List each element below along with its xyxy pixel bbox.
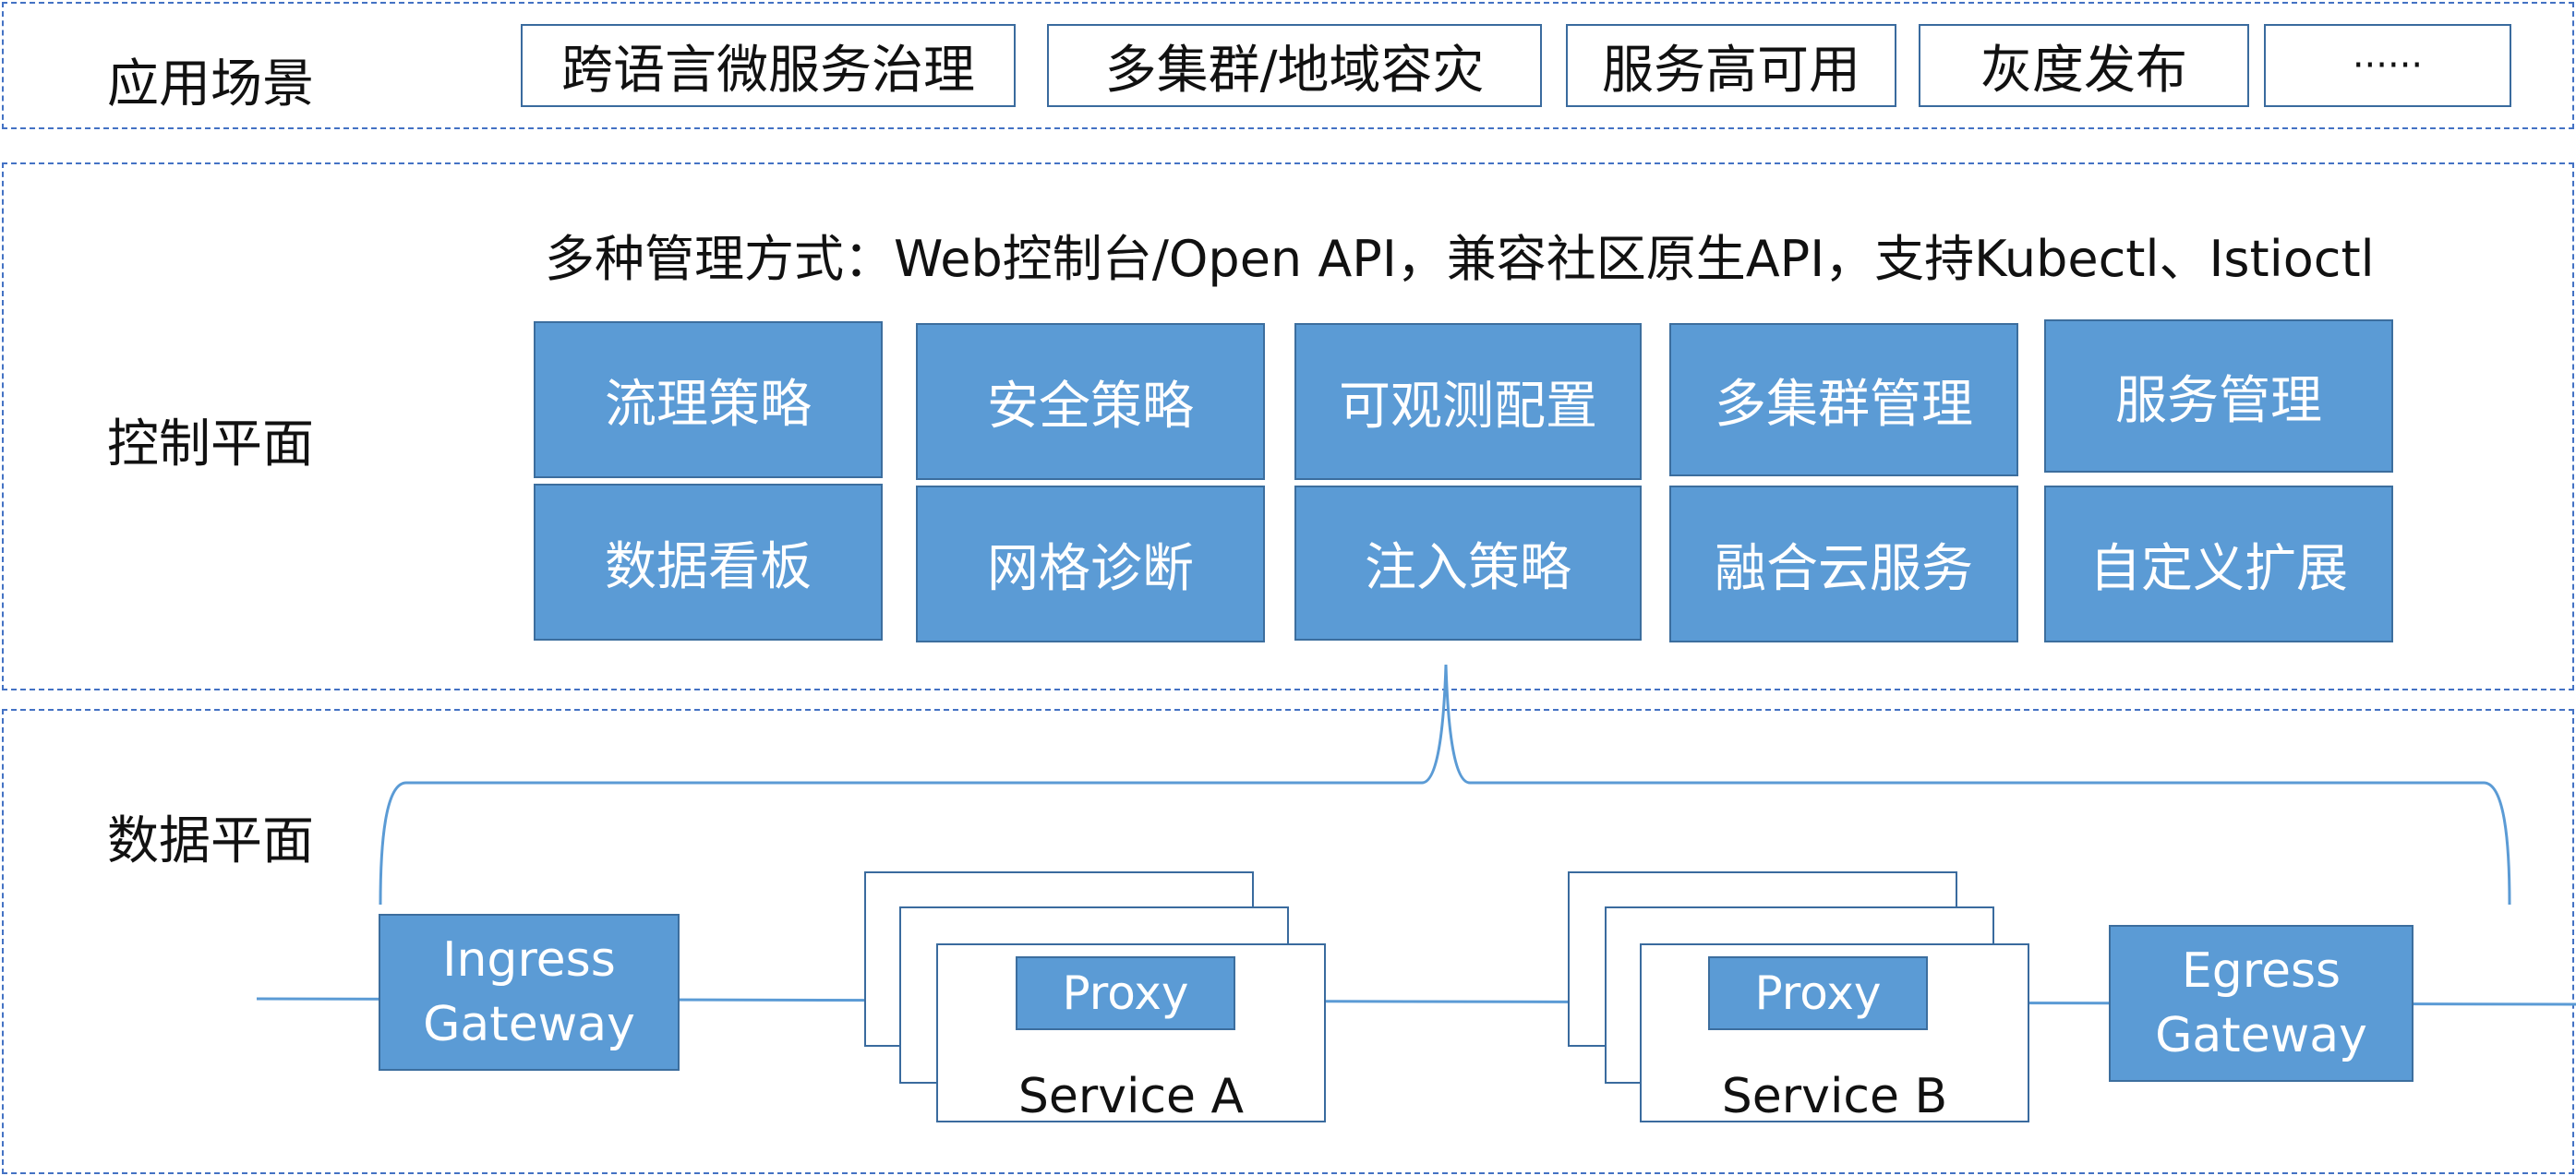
injection-policy-box: 注入策略: [1294, 486, 1642, 641]
egress-gateway-line1: Egress: [2181, 943, 2341, 999]
custom-extension-box: 自定义扩展: [2044, 486, 2393, 642]
service-a-proxy: Proxy: [1016, 956, 1235, 1030]
scenario-more: ······: [2264, 24, 2511, 107]
scenarios-section: [2, 2, 2574, 129]
traffic-policy-box: 流理策略: [534, 321, 883, 478]
scenario-high-availability: 服务高可用: [1566, 24, 1896, 107]
data-plane-section: [2, 709, 2574, 1174]
control-plane-label: 控制平面: [107, 414, 314, 474]
service-b-name: Service B: [1721, 1069, 1948, 1124]
ingress-gateway: Ingress Gateway: [379, 914, 680, 1071]
data-dashboard-box: 数据看板: [534, 484, 883, 641]
management-methods: 多种管理方式：Web控制台/Open API，兼容社区原生API，支持Kubec…: [545, 230, 2375, 288]
observability-config-box: 可观测配置: [1294, 323, 1642, 480]
scenario-gray-release: 灰度发布: [1919, 24, 2249, 107]
data-plane-label: 数据平面: [107, 811, 314, 871]
ingress-gateway-line1: Ingress: [442, 932, 616, 988]
scenario-cross-language: 跨语言微服务治理: [521, 24, 1016, 107]
multi-cluster-mgmt-box: 多集群管理: [1669, 323, 2018, 476]
scenarios-label: 应用场景: [107, 54, 314, 114]
service-b-proxy: Proxy: [1708, 956, 1928, 1030]
service-a-name: Service A: [1017, 1069, 1245, 1124]
hybrid-cloud-box: 融合云服务: [1669, 486, 2018, 642]
security-policy-box: 安全策略: [916, 323, 1265, 480]
egress-gateway: Egress Gateway: [2109, 925, 2413, 1082]
ingress-gateway-line2: Gateway: [423, 997, 635, 1052]
scenario-multi-cluster: 多集群/地域容灾: [1047, 24, 1542, 107]
mesh-diagnosis-box: 网格诊断: [916, 486, 1265, 642]
control-plane-section: [2, 162, 2574, 690]
egress-gateway-line2: Gateway: [2155, 1008, 2367, 1063]
service-mgmt-box: 服务管理: [2044, 319, 2393, 473]
